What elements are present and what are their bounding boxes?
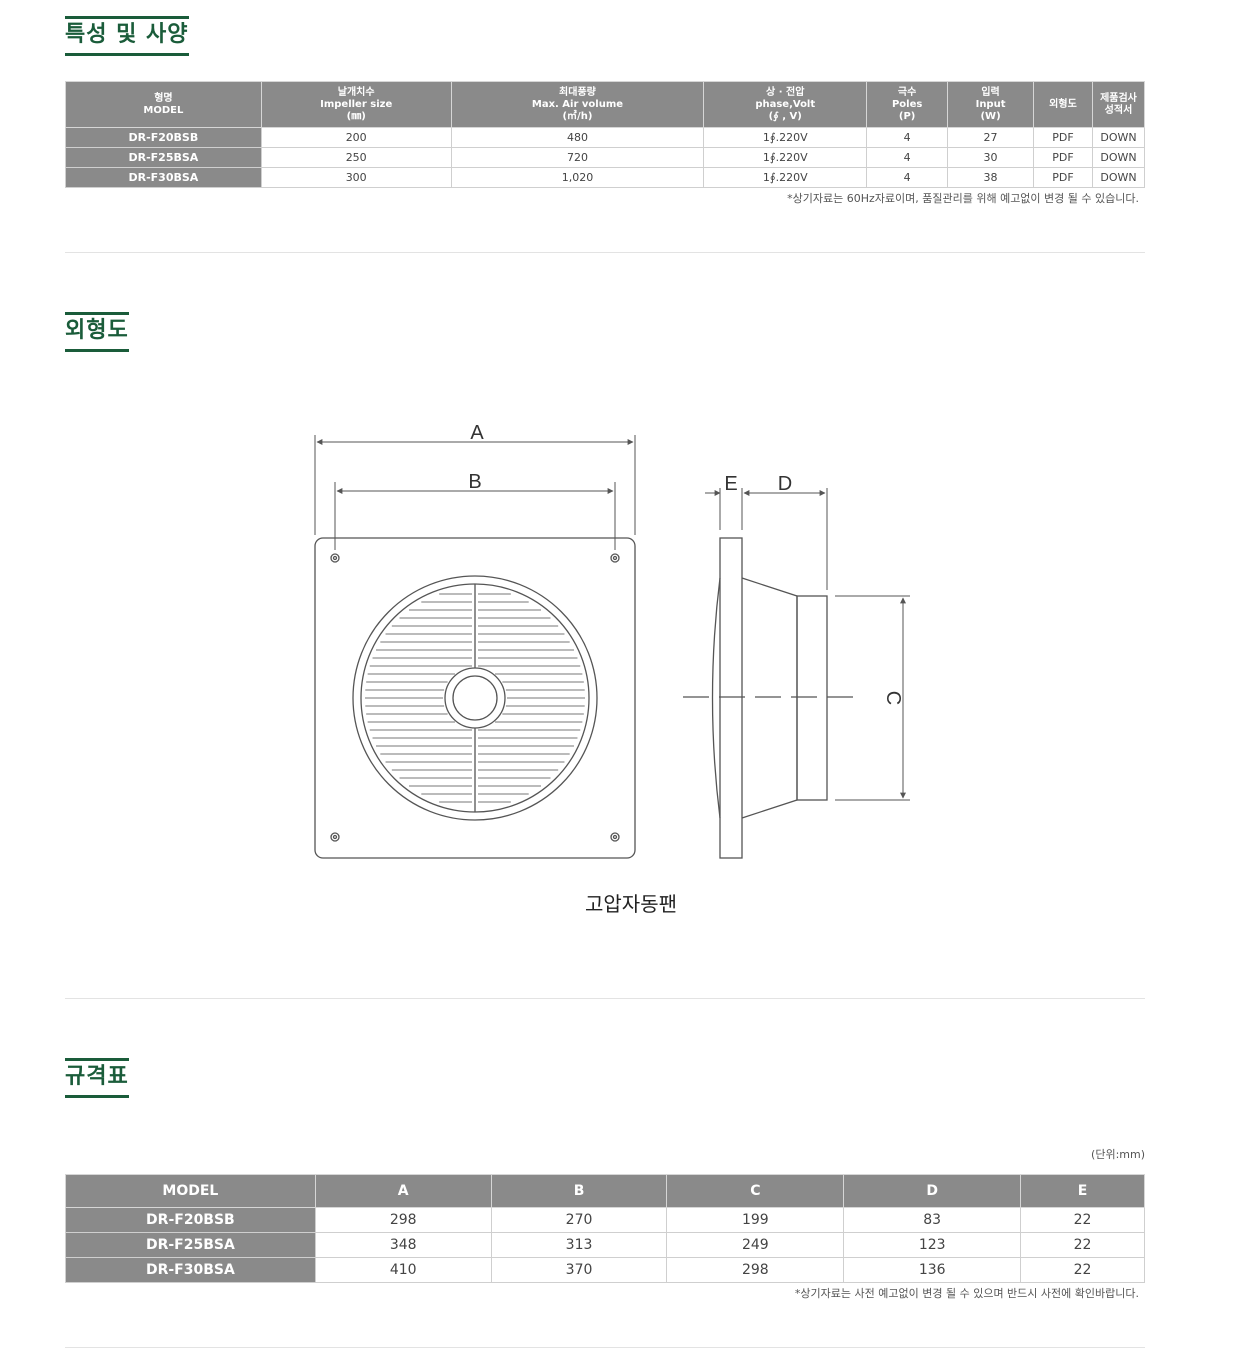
cell: 250 — [260, 147, 452, 168]
cell: 199 — [666, 1207, 845, 1233]
model-cell: DR-F25BSA — [65, 147, 262, 168]
model-cell: DR-F25BSA — [65, 1232, 316, 1258]
label-a: A — [470, 422, 484, 444]
dim-header-row: MODEL A B C D E — [65, 1174, 1145, 1208]
cell: 1∮.220V — [703, 127, 868, 148]
cell: 313 — [490, 1232, 668, 1258]
cell: 27 — [947, 127, 1035, 148]
cell: 348 — [314, 1232, 492, 1258]
cell: 1,020 — [450, 167, 705, 188]
cell: 480 — [450, 127, 705, 148]
cell: 4 — [866, 147, 949, 168]
cell: 300 — [260, 167, 452, 188]
cell: 22 — [1020, 1257, 1145, 1283]
cell: 1∮.220V — [703, 147, 868, 168]
table-row: DR-F25BSA 348 313 249 123 22 — [65, 1232, 1145, 1258]
label-e: E — [724, 473, 737, 495]
cell: 4 — [866, 127, 949, 148]
label-b: B — [468, 471, 481, 493]
label-c: C — [882, 691, 904, 705]
section-title-drawing: 외형도 — [65, 312, 129, 352]
cell: 38 — [947, 167, 1035, 188]
dimension-note: *상기자료는 사전 예고없이 변경 될 수 있으며 반드시 사전에 확인바랍니다… — [794, 1287, 1139, 1300]
section-title-spec: 특성 및 사양 — [65, 16, 189, 56]
model-cell: DR-F30BSA — [65, 167, 262, 188]
header-e: E — [1020, 1174, 1145, 1208]
pdf-link[interactable]: PDF — [1033, 127, 1093, 148]
cell: 200 — [260, 127, 452, 148]
cell: 270 — [490, 1207, 668, 1233]
download-link[interactable]: DOWN — [1091, 167, 1146, 188]
cell: 4 — [866, 167, 949, 188]
dimension-table: MODEL A B C D E DR-F20BSB 298 270 199 83… — [65, 1174, 1145, 1283]
cell: 298 — [666, 1257, 845, 1283]
header-model: MODEL — [65, 1174, 316, 1208]
header-a: A — [314, 1174, 492, 1208]
cell: 720 — [450, 147, 705, 168]
table-row: DR-F25BSA 250 720 1∮.220V 4 30 PDF DOWN — [65, 147, 1146, 168]
cell: 136 — [843, 1257, 1022, 1283]
download-link[interactable]: DOWN — [1091, 147, 1146, 168]
cell: 370 — [490, 1257, 668, 1283]
fan-drawing: A B E D C — [314, 422, 910, 859]
divider — [65, 1347, 1145, 1348]
cell: 83 — [843, 1207, 1022, 1233]
drawing-caption: 고압자동팬 — [585, 892, 677, 916]
cell: 30 — [947, 147, 1035, 168]
header-c: C — [666, 1174, 845, 1208]
header-b: B — [490, 1174, 668, 1208]
divider — [65, 998, 1145, 999]
cell: 22 — [1020, 1232, 1145, 1258]
front-plate — [314, 537, 636, 859]
cell: 123 — [843, 1232, 1022, 1258]
download-link[interactable]: DOWN — [1091, 127, 1146, 148]
table-row: DR-F30BSA 300 1,020 1∮.220V 4 38 PDF DOW… — [65, 167, 1146, 188]
cell: 1∮.220V — [703, 167, 868, 188]
table-row: DR-F20BSB 200 480 1∮.220V 4 27 PDF DOWN — [65, 127, 1146, 148]
section-title-dimensions: 규격표 — [65, 1058, 129, 1098]
table-row: DR-F20BSB 298 270 199 83 22 — [65, 1207, 1145, 1233]
unit-label: (단위:mm) — [1091, 1148, 1145, 1161]
cell: 249 — [666, 1232, 845, 1258]
spec-note: *상기자료는 60Hz자료이며, 품질관리를 위해 예고없이 변경 될 수 있습… — [787, 192, 1139, 205]
header-drawing: 외형도 — [1033, 81, 1093, 128]
model-cell: DR-F20BSB — [65, 127, 262, 148]
table-row: DR-F30BSA 410 370 298 136 22 — [65, 1257, 1145, 1283]
model-cell: DR-F20BSB — [65, 1207, 316, 1233]
cell: 298 — [314, 1207, 492, 1233]
label-d: D — [778, 473, 792, 495]
grille-lines — [365, 593, 585, 803]
divider — [65, 252, 1145, 253]
model-cell: DR-F30BSA — [65, 1257, 316, 1283]
cell: 22 — [1020, 1207, 1145, 1233]
side-view — [683, 537, 860, 859]
pdf-link[interactable]: PDF — [1033, 167, 1093, 188]
pdf-link[interactable]: PDF — [1033, 147, 1093, 168]
cell: 410 — [314, 1257, 492, 1283]
header-d: D — [843, 1174, 1022, 1208]
